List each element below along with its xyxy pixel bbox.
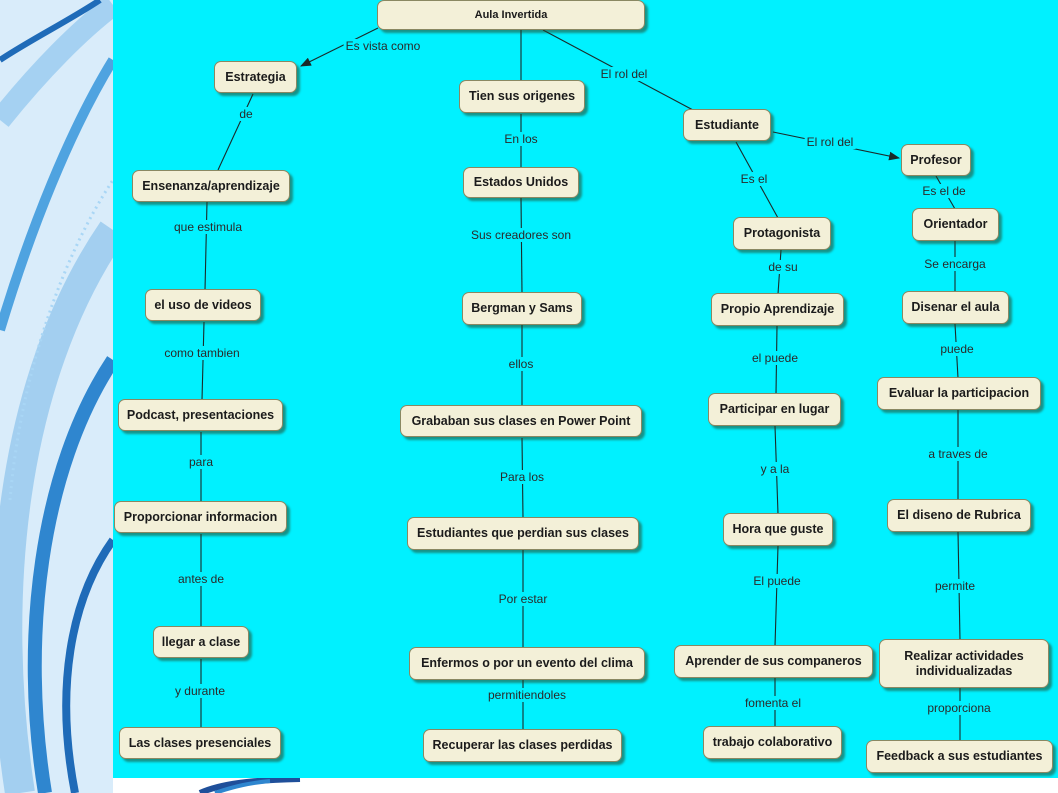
node-propio-aprendizaje[interactable]: Propio Aprendizaje xyxy=(711,293,844,326)
link-label-en-los: En los xyxy=(502,132,540,146)
node-grababan-clases[interactable]: Grababan sus clases en Power Point xyxy=(400,405,642,437)
node-diseno-de-rubrica[interactable]: El diseno de Rubrica xyxy=(887,499,1031,532)
link-label-permitiendoles: permitiendoles xyxy=(485,688,569,702)
node-realizar-actividades[interactable]: Realizar actividades individualizadas xyxy=(879,639,1049,688)
node-orientador[interactable]: Orientador xyxy=(912,208,999,241)
link-label-sus-creadores-son: Sus creadores son xyxy=(468,228,574,242)
node-realizar-line-2: individualizadas xyxy=(915,663,1013,678)
node-aula-invertida[interactable]: Aula Invertida xyxy=(377,0,645,30)
node-proporcionar-informacion[interactable]: Proporcionar informacion xyxy=(114,501,287,533)
node-profesor[interactable]: Profesor xyxy=(901,144,971,176)
node-llegar-a-clase[interactable]: llegar a clase xyxy=(153,626,249,658)
link-label-el-rol-del-profesor: El rol del xyxy=(804,135,856,149)
node-evaluar-participacion[interactable]: Evaluar la participacion xyxy=(877,377,1041,410)
link-label-puede: puede xyxy=(938,342,976,356)
node-recuperar-clases[interactable]: Recuperar las clases perdidas xyxy=(423,729,622,762)
node-estudiantes-perdian[interactable]: Estudiantes que perdian sus clases xyxy=(407,517,639,550)
link-label-es-el: Es el xyxy=(738,172,770,186)
node-clases-presenciales[interactable]: Las clases presenciales xyxy=(119,727,281,759)
link-label-a-traves-de: a traves de xyxy=(926,447,990,461)
node-bergman-y-sams[interactable]: Bergman y Sams xyxy=(462,292,582,325)
link-label-que-estimula: que estimula xyxy=(171,220,245,234)
node-tien-sus-origenes[interactable]: Tien sus origenes xyxy=(459,80,585,113)
link-label-para-los: Para los xyxy=(497,470,547,484)
link-label-el-puede: el puede xyxy=(749,351,801,365)
link-label-el-rol-del: El rol del xyxy=(598,67,650,81)
link-label-permite: permite xyxy=(932,579,978,593)
link-label-como-tambien: como tambien xyxy=(162,346,242,360)
link-label-es-el-de: Es el de xyxy=(920,184,968,198)
node-enfermos-clima[interactable]: Enfermos o por un evento del clima xyxy=(409,647,645,680)
link-label-por-estar: Por estar xyxy=(496,592,550,606)
node-ensenanza-aprendizaje[interactable]: Ensenanza/aprendizaje xyxy=(132,170,290,202)
node-aprender-companeros[interactable]: Aprender de sus companeros xyxy=(674,645,873,678)
node-podcast-presentaciones[interactable]: Podcast, presentaciones xyxy=(118,399,283,431)
link-label-el-puede-2: El puede xyxy=(751,574,803,588)
link-label-y-durante: y durante xyxy=(172,684,228,698)
node-protagonista[interactable]: Protagonista xyxy=(733,217,831,250)
node-participar-en-lugar[interactable]: Participar en lugar xyxy=(708,393,841,426)
link-label-de: de xyxy=(237,107,255,121)
link-label-proporciona: proporciona xyxy=(925,701,993,715)
node-estados-unidos[interactable]: Estados Unidos xyxy=(463,167,579,198)
node-estudiante[interactable]: Estudiante xyxy=(683,109,771,141)
link-label-fomenta-el: fomenta el xyxy=(742,696,804,710)
link-label-antes-de: antes de xyxy=(175,572,227,586)
link-label-y-a-la: y a la xyxy=(758,462,792,476)
concept-map-panel: Aula Invertida Estrategia Ensenanza/apre… xyxy=(113,0,1058,778)
node-trabajo-colaborativo[interactable]: trabajo colaborativo xyxy=(703,726,842,759)
link-label-se-encarga: Se encarga xyxy=(922,257,988,271)
node-disenar-el-aula[interactable]: Disenar el aula xyxy=(902,291,1009,324)
link-label-de-su: de su xyxy=(766,260,800,274)
link-label-es-vista-como: Es vista como xyxy=(343,39,423,53)
node-realizar-line-1: Realizar actividades xyxy=(904,648,1024,663)
node-uso-de-videos[interactable]: el uso de videos xyxy=(145,289,261,321)
node-feedback-estudiantes[interactable]: Feedback a sus estudiantes xyxy=(866,740,1053,773)
node-hora-que-guste[interactable]: Hora que guste xyxy=(723,513,833,546)
link-label-ellos: ellos xyxy=(506,357,536,371)
node-estrategia[interactable]: Estrategia xyxy=(214,61,297,93)
link-label-para: para xyxy=(186,455,216,469)
